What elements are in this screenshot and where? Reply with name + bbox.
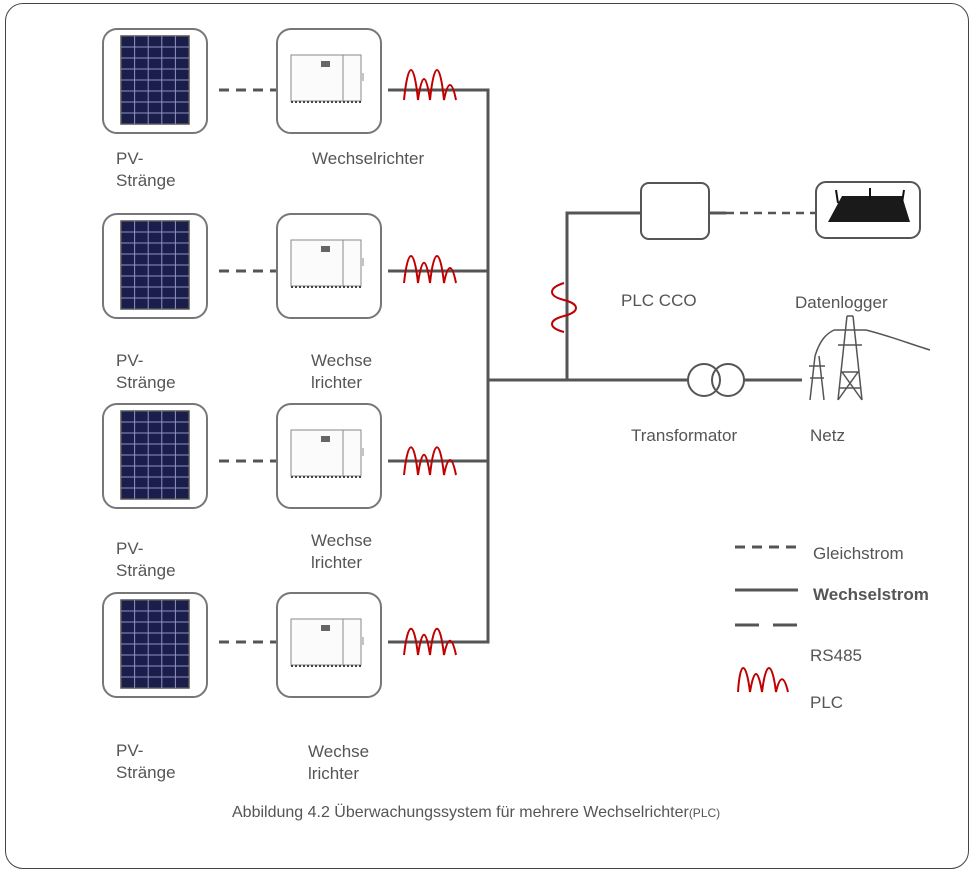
pv-strings-label: PV- Stränge: [116, 149, 176, 190]
solar-panel-icon: [102, 28, 208, 134]
pv-strings-label: PV- Stränge: [116, 741, 176, 782]
plc-cco-label: PLC CCO: [621, 291, 697, 310]
inverter-icon: [276, 213, 382, 319]
diagram-frame: [5, 3, 969, 869]
router-icon: [815, 181, 921, 239]
inverter-label: Wechse lrichter: [311, 351, 373, 392]
legend-dc-label: Gleichstrom: [813, 544, 904, 563]
transformer-label: Transformator: [631, 426, 738, 445]
power-pylon-icon: [809, 315, 931, 401]
transformer-icon: [687, 363, 745, 397]
legend-rs485-label: RS485: [810, 646, 862, 665]
solar-panel-icon: [102, 592, 208, 698]
legend-plc-label: PLC: [810, 693, 844, 712]
legend: [735, 545, 798, 693]
caption-text: Abbildung 4.2 Überwachungssystem für meh…: [232, 804, 689, 821]
legend-plc-wave: [737, 667, 789, 693]
legend-ac-label: Wechselstrom: [813, 585, 929, 604]
inverter-icon: [276, 403, 382, 509]
figure-caption: Abbildung 4.2 Überwachungssystem für meh…: [232, 804, 720, 822]
caption-suffix: (PLC): [688, 806, 721, 820]
plc-cco-box: [640, 182, 710, 240]
inverter-label: Wechselrichter: [312, 149, 425, 168]
ac-bus: [388, 88, 802, 644]
pv-strings-label: PV- Stränge: [116, 351, 176, 392]
grid-label: Netz: [810, 426, 845, 445]
datalogger-label: Datenlogger: [795, 293, 888, 312]
inverter-icon: [276, 592, 382, 698]
inverter-label: Wechse lrichter: [311, 531, 373, 572]
dc-links: [219, 88, 816, 644]
solar-panel-icon: [102, 213, 208, 319]
solar-panel-icon: [102, 403, 208, 509]
pv-strings-label: PV- Stränge: [116, 539, 176, 580]
inverter-label: Wechse lrichter: [308, 742, 370, 783]
plc-wave-icon: [403, 69, 577, 656]
inverter-icon: [276, 28, 382, 134]
